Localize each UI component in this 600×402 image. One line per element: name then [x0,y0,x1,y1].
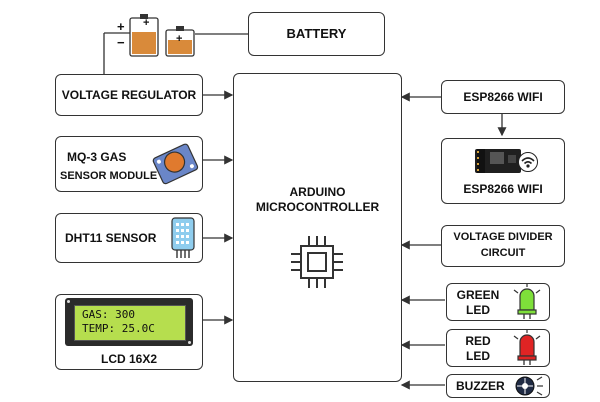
chip-icon [287,232,347,292]
gas-sensor-label-line2: SENSOR MODULE [60,170,158,182]
battery-minus-left: − [117,35,125,50]
controller-label-line1: ARDUINO [289,185,346,199]
controller-label-line2: MICROCONTROLLER [255,200,380,214]
battery-label: BATTERY [286,26,347,41]
controller-box [233,73,402,382]
lcd-screw-tl [67,300,70,303]
lcd-screen [74,305,186,341]
green-led-label-line2: LED [466,303,490,317]
battery-cell2-plus: + [176,33,183,45]
voltage-regulator-box [55,74,203,116]
red-led-icon [510,330,544,366]
voltage-regulator-label: VOLTAGE REGULATOR [61,88,197,102]
red-led-label-line2: LED [466,349,490,363]
red-led-label-line1: RED [465,334,491,348]
green-led-label-line1: GREEN [456,288,500,302]
wifi-module-label: ESP8266 WIFI [463,182,543,196]
battery-plus-left: + [117,19,125,34]
gas-sensor-label-line1: MQ-3 GAS [67,150,127,164]
voltage-divider-box [441,225,565,267]
green-led-icon [510,284,544,320]
battery-icon [118,8,200,58]
wifi-top-label: ESP8266 WIFI [463,90,543,104]
voltage-divider-label-line1: VOLTAGE DIVIDER [453,231,553,243]
buzzer-icon [514,375,546,397]
dht11-icon [170,216,196,260]
lcd-line1: GAS: 300 [82,308,135,321]
lcd-screw-br [188,341,191,344]
lcd-module [65,298,193,346]
voltage-divider-label-line2: CIRCUIT [480,247,526,259]
dht11-label: DHT11 SENSOR [65,231,157,245]
lcd-label: LCD 16X2 [100,352,158,366]
lcd-line2: TEMP: 25.0C [82,322,155,335]
battery-cell1-plus: + [143,17,150,29]
wifi-top-box [441,80,565,114]
battery-box [248,12,385,56]
wifi-signal-icon [518,152,538,172]
gas-sensor-icon [150,138,200,188]
buzzer-label: BUZZER [456,379,505,393]
esp8266-module-icon [474,146,538,176]
